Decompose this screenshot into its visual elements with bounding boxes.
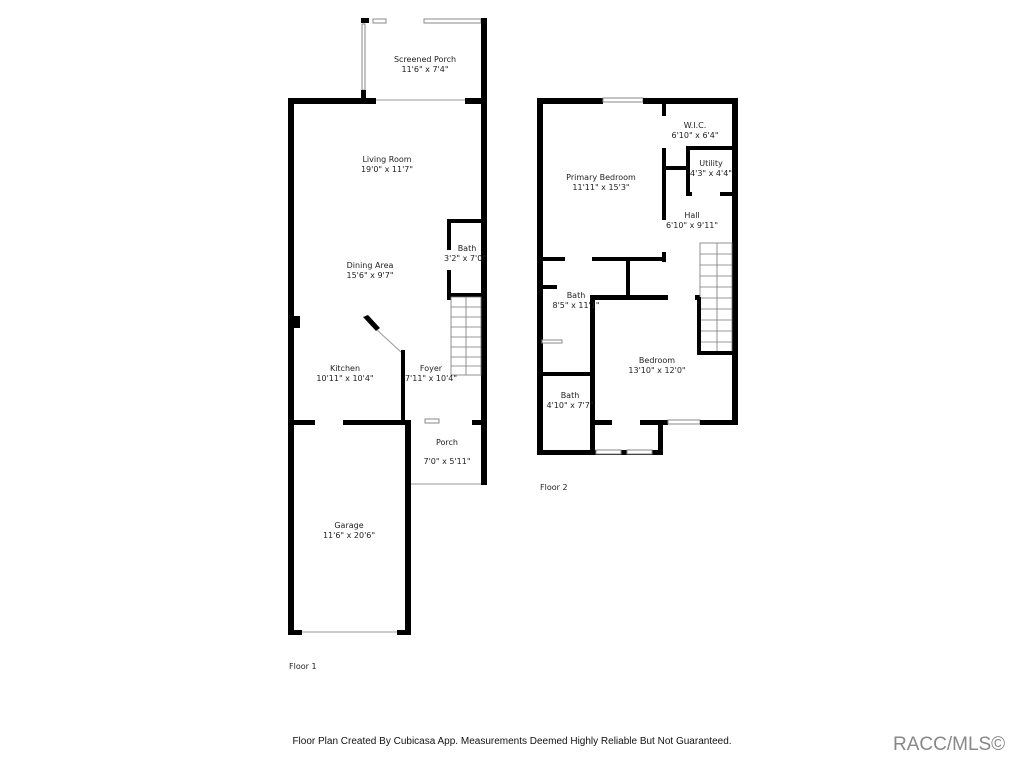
window <box>424 418 440 424</box>
wall <box>361 18 369 23</box>
wall <box>447 219 451 250</box>
room-size: 4'10" x 7'7" <box>546 401 593 410</box>
wall <box>626 257 630 298</box>
window <box>423 18 482 24</box>
room-name: Porch <box>436 438 458 447</box>
window <box>595 449 622 455</box>
room-name: Bath <box>561 391 580 400</box>
wall <box>288 420 315 425</box>
floor-2-label: Floor 2 <box>540 483 568 492</box>
disclaimer-footer: Floor Plan Created By Cubicasa App. Meas… <box>292 736 732 747</box>
shelf <box>541 339 563 344</box>
room-name: Garage <box>334 521 363 530</box>
room-name: W.I.C. <box>684 121 707 130</box>
wall <box>401 350 405 422</box>
wall <box>697 297 701 355</box>
wall <box>465 98 487 104</box>
wall <box>640 420 668 425</box>
wall <box>447 219 487 223</box>
wall <box>472 420 487 425</box>
room-size: 15'6" x 9'7" <box>346 271 393 280</box>
wall <box>700 420 738 425</box>
window <box>372 18 387 24</box>
wall <box>686 146 738 150</box>
wall <box>662 252 666 262</box>
room-size: 7'11" x 10'4" <box>405 374 457 383</box>
wall <box>590 295 668 300</box>
room-name: Foyer <box>420 364 443 373</box>
wall <box>732 98 738 425</box>
wall <box>720 192 738 196</box>
room-size: 11'6" x 20'6" <box>323 531 375 540</box>
room-name: Utility <box>699 159 723 168</box>
floor-2-plan: W.I.C. 6'10" x 6'4" Utility 4'3" x 4'4" … <box>537 97 738 492</box>
wall <box>662 166 688 170</box>
room-name: Bath <box>567 291 586 300</box>
room-size: 11'11" x 15'3" <box>572 183 629 192</box>
window <box>361 23 366 91</box>
wall <box>288 630 302 635</box>
wall <box>537 98 603 104</box>
room-size: 19'0" x 11'7" <box>361 165 413 174</box>
wall <box>363 315 380 331</box>
wall <box>447 293 487 297</box>
wall <box>686 192 692 196</box>
wall <box>662 148 666 220</box>
room-name: Primary Bedroom <box>566 173 636 182</box>
room-name: Hall <box>684 211 699 220</box>
wall <box>361 90 366 100</box>
wall <box>405 420 411 635</box>
stairs <box>450 296 482 376</box>
room-size: 6'10" x 9'11" <box>666 221 718 230</box>
wall <box>662 98 666 116</box>
wall <box>658 420 663 455</box>
room-size: 7'0" x 5'11" <box>423 457 470 466</box>
wall <box>697 351 738 355</box>
window <box>626 449 653 455</box>
window <box>602 97 644 103</box>
wall <box>686 146 690 196</box>
floor-1-plan: Screened Porch 11'6" x 7'4" Living Room … <box>288 18 487 671</box>
room-name: Dining Area <box>347 261 394 270</box>
wall <box>537 285 557 289</box>
wall <box>447 270 451 300</box>
wall <box>537 372 594 376</box>
wall <box>288 98 376 104</box>
wall <box>592 420 612 425</box>
room-size: 8'5" x 11'1" <box>552 301 599 310</box>
wall <box>343 420 411 425</box>
wall <box>397 630 411 635</box>
room-size: 6'10" x 6'4" <box>671 131 718 140</box>
wall <box>481 18 487 485</box>
room-name: Screened Porch <box>394 55 456 64</box>
room-size: 13'10" x 12'0" <box>628 366 685 375</box>
stairs <box>699 242 733 354</box>
window <box>667 419 701 425</box>
room-size: 4'3" x 4'4" <box>690 169 732 178</box>
column <box>290 316 300 328</box>
room-name: Kitchen <box>330 364 360 373</box>
wall <box>537 257 565 261</box>
room-size: 10'11" x 10'4" <box>316 374 373 383</box>
floor-1-label: Floor 1 <box>289 662 317 671</box>
wall <box>643 98 738 104</box>
wall <box>537 98 543 455</box>
room-name: Bath <box>458 244 477 253</box>
room-size: 11'6" x 7'4" <box>401 65 448 74</box>
room-name: Bedroom <box>639 356 675 365</box>
door <box>376 329 402 353</box>
room-name: Living Room <box>362 155 411 164</box>
watermark: RACC/MLS© <box>893 734 1006 755</box>
wall <box>288 98 294 635</box>
room-size: 3'2" x 7'0" <box>444 254 486 263</box>
